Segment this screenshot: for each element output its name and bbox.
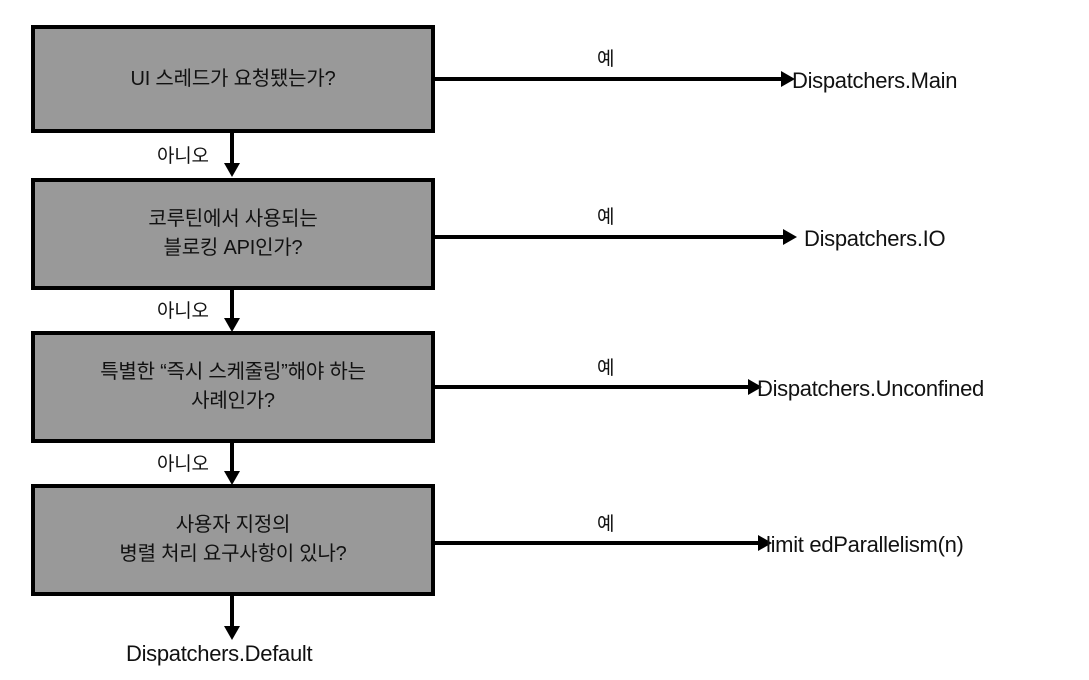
decision-box-ui-thread[interactable]: UI 스레드가 요청됐는가? [31,25,435,133]
edge-q2-no-line [230,290,234,322]
decision-box-text: UI 스레드가 요청됐는가? [130,67,336,90]
edge-q1-no-arrowhead [224,163,240,177]
edge-label-q1-yes: 예 [597,49,615,70]
edge-q3-no-line [230,443,234,475]
decision-box-blocking-api[interactable]: 코루틴에서 사용되는 블로킹 API인가? [31,178,435,290]
edge-q3-yes-arrowhead [748,379,762,395]
edge-label-q2-yes: 예 [597,207,615,228]
edge-label-q2-no: 아니오 [157,301,209,322]
edge-q2-no-arrowhead [224,318,240,332]
edge-label-q1-no: 아니오 [157,146,209,167]
terminal-dispatchers-unconfined: Dispatchers.Unconfined [757,376,984,401]
edge-q4-yes-line [435,541,760,545]
edge-label-q3-yes: 예 [597,358,615,379]
terminal-dispatchers-main: Dispatchers.Main [792,68,958,93]
edge-q4-no-arrowhead [224,626,240,640]
terminal-dispatchers-default: Dispatchers.Default [126,641,313,666]
edge-q4-no-line [230,596,234,630]
edge-q1-no-line [230,133,234,167]
edge-q3-yes-line [435,385,750,389]
edge-q4-yes-arrowhead [758,535,772,551]
terminal-limited-parallelism: limit edParallelism(n) [766,532,964,557]
edge-q3-no-arrowhead [224,471,240,485]
decision-box-text: 코루틴에서 사용되는 블로킹 API인가? [148,208,318,259]
decision-box-text: 특별한 “즉시 스케줄링”해야 하는 사례인가? [100,361,366,412]
edge-label-q3-no: 아니오 [157,454,209,475]
edge-q1-yes-arrowhead [781,71,795,87]
decision-box-text: 사용자 지정의 병렬 처리 요구사항이 있나? [119,514,347,565]
edge-q2-yes-arrowhead [783,229,797,245]
decision-box-immediate-dispatch[interactable]: 특별한 “즉시 스케줄링”해야 하는 사례인가? [31,331,435,443]
decision-box-custom-parallelism[interactable]: 사용자 지정의 병렬 처리 요구사항이 있나? [31,484,435,596]
edge-label-q4-yes: 예 [597,514,615,535]
edge-q2-yes-line [435,235,785,239]
edge-q1-yes-line [435,77,783,81]
terminal-dispatchers-io: Dispatchers.IO [804,226,946,251]
